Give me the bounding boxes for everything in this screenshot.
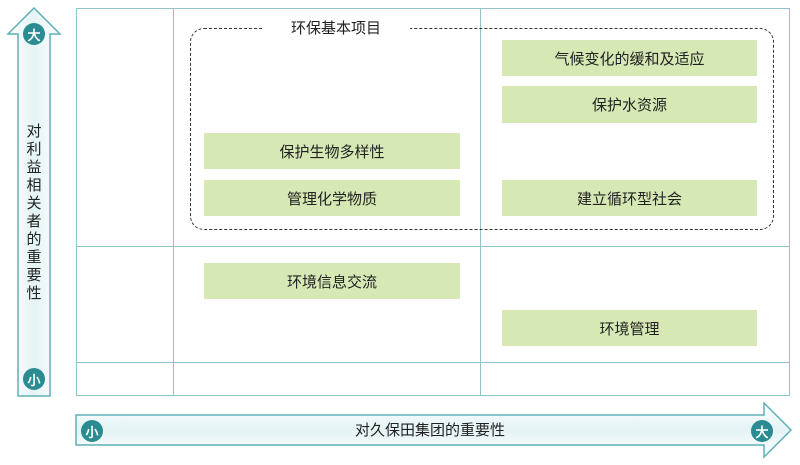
x-axis-arrow-shape [75,401,793,459]
basic-items-group-label: 环保基本项目 [262,17,410,39]
item-info-exchange: 环境信息交流 [204,263,460,299]
item-climate: 气候变化的缓和及适应 [502,40,757,76]
item-recycling: 建立循环型社会 [502,180,757,216]
grid-line-vertical-1 [173,8,174,396]
item-biodiversity: 保护生物多样性 [204,133,460,169]
matrix-grid [76,8,790,396]
y-axis-low-marker: 小 [23,368,45,390]
y-axis-arrow-shape [6,6,62,397]
x-axis-low-marker: 小 [81,420,103,442]
basic-items-group-border [190,28,774,230]
grid-line-horizontal-2 [76,362,790,363]
item-water: 保护水资源 [502,86,757,123]
grid-line-horizontal-1 [76,246,790,247]
x-axis-high-marker: 大 [751,420,773,442]
grid-line-vertical-2 [480,8,481,396]
item-chemicals: 管理化学物质 [204,180,460,216]
y-axis-high-marker: 大 [23,23,45,45]
y-axis-label: 对利益相关者的重要性 [26,122,42,302]
x-axis-label: 对久保田集团的重要性 [354,421,505,439]
item-env-management: 环境管理 [502,310,757,346]
